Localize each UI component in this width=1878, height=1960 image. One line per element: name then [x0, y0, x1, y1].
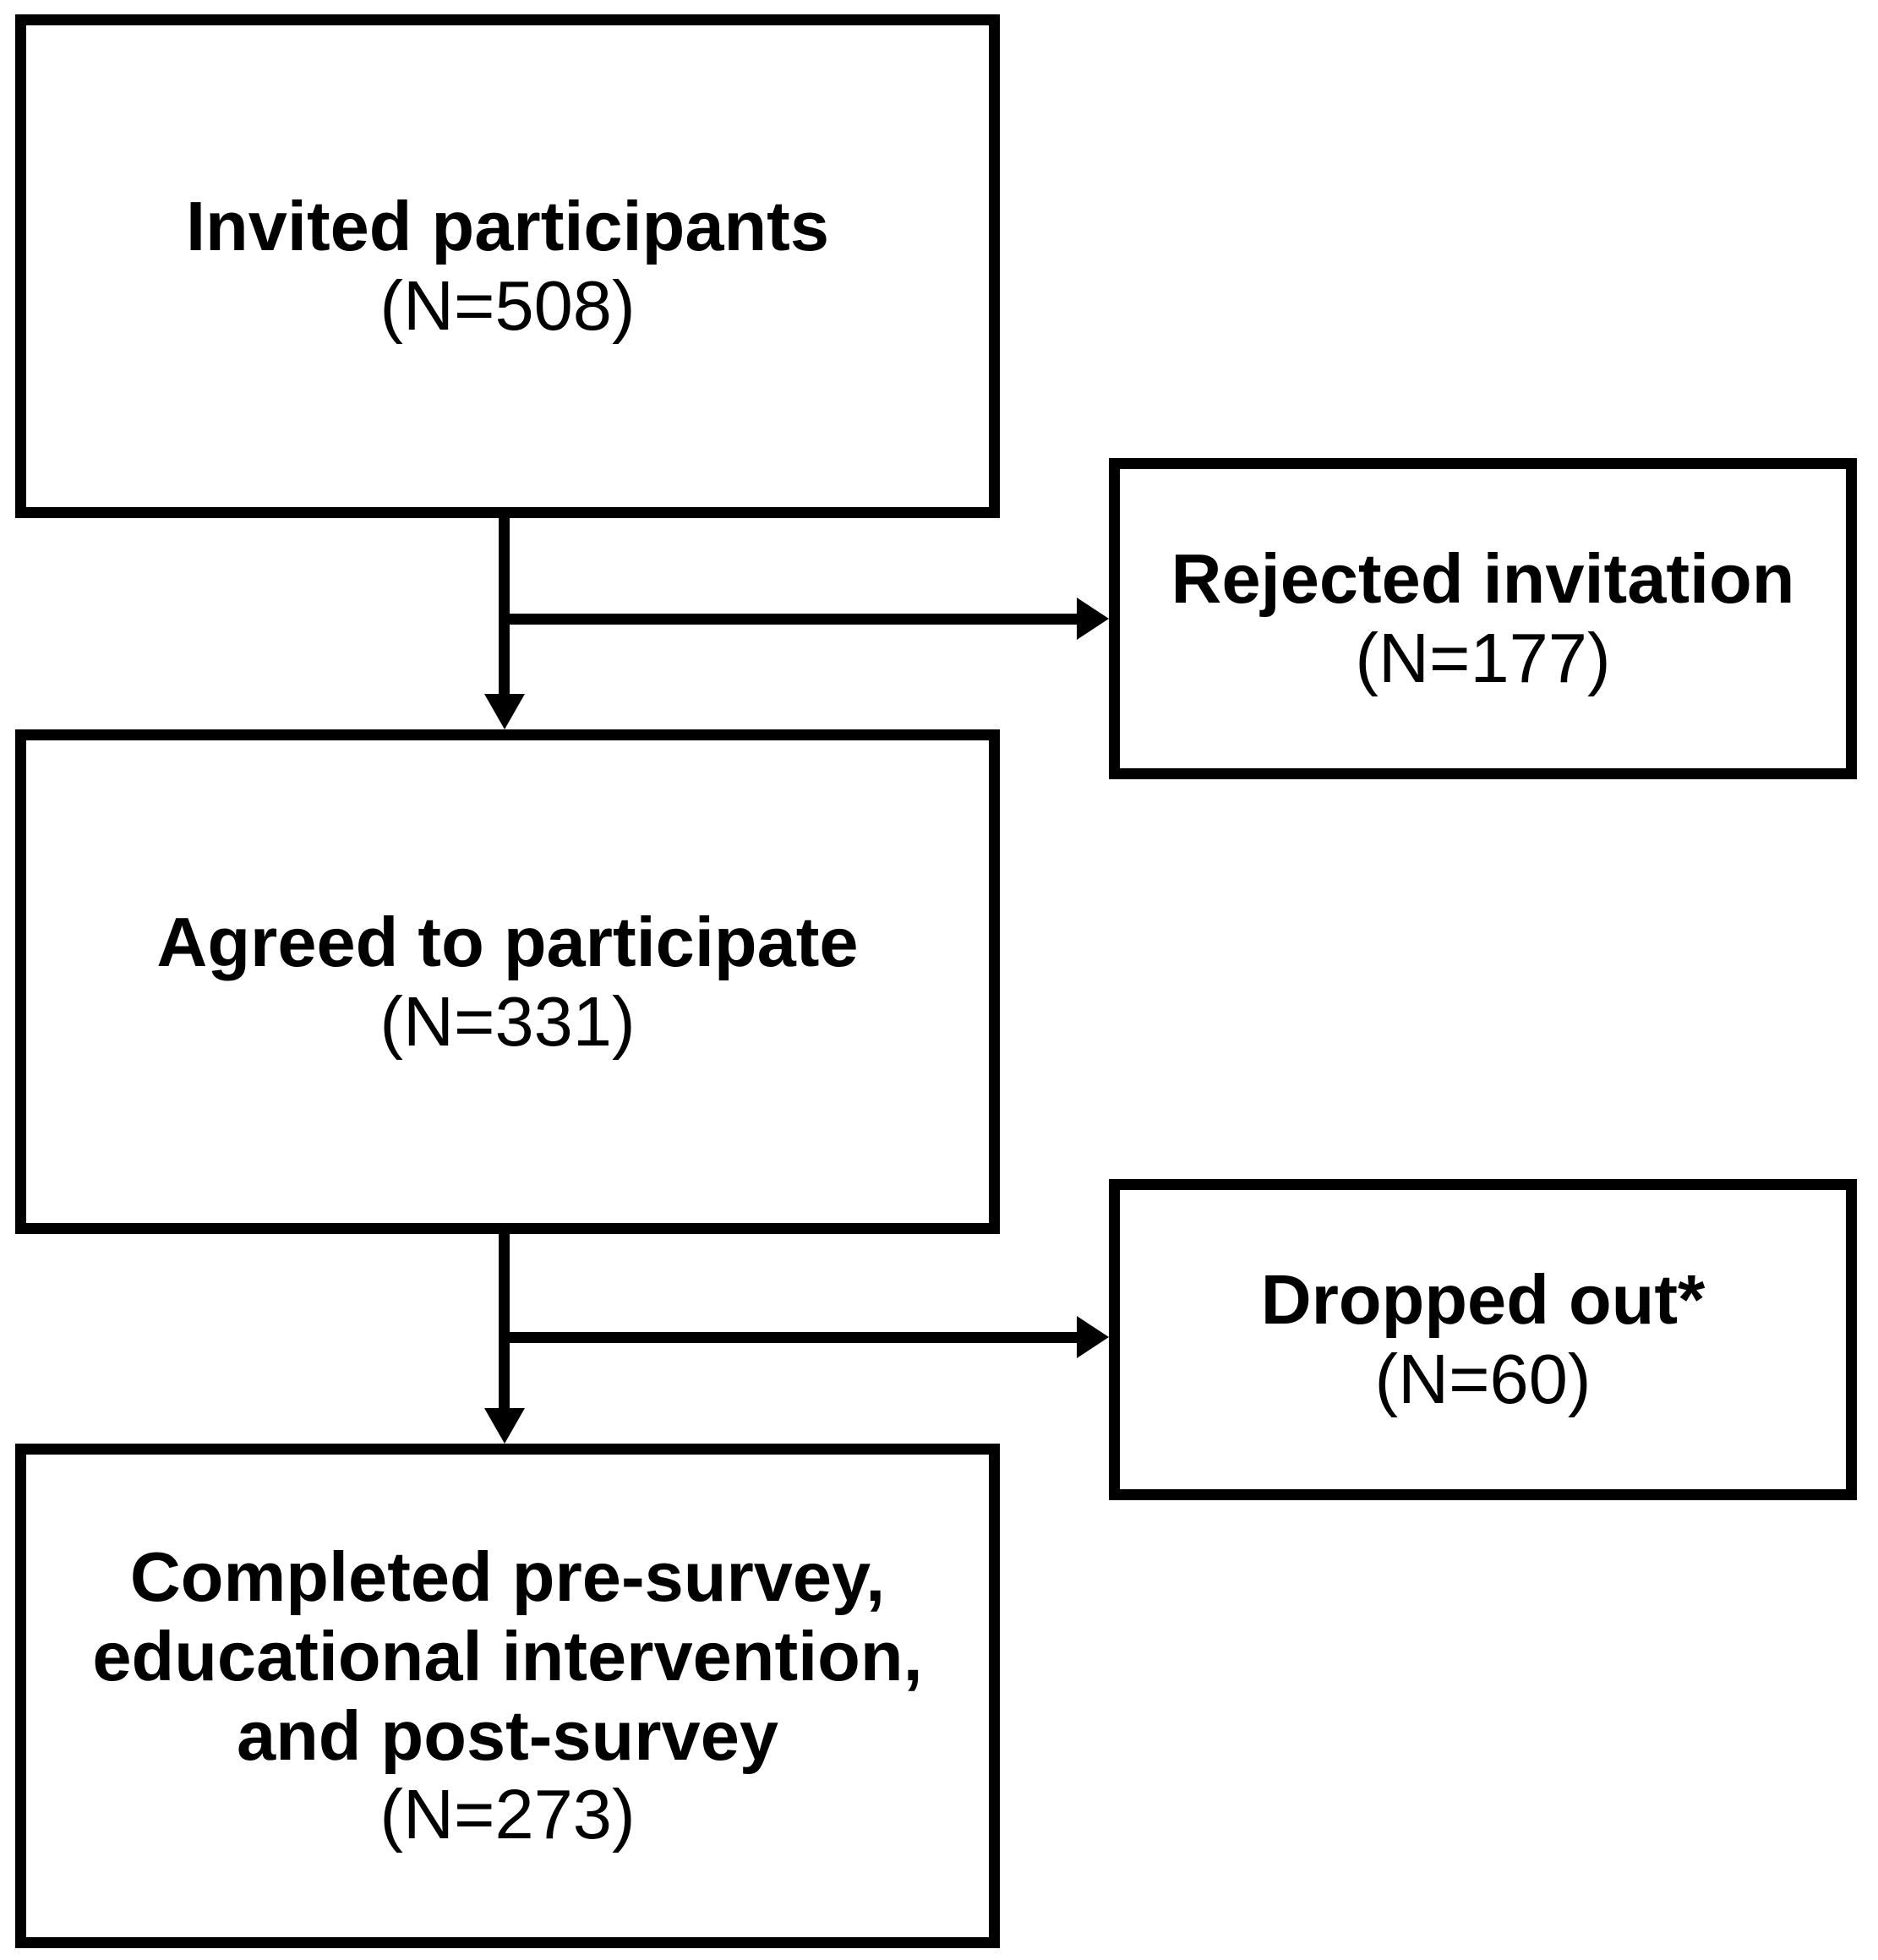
box-count-invited: (N=508) — [379, 266, 636, 345]
box-count-dropped: (N=60) — [1374, 1340, 1591, 1418]
flow-box-completed: Completed pre-survey, educational interv… — [15, 1444, 1000, 1948]
box-title-dropped: Dropped out* — [1260, 1260, 1706, 1340]
box-title-completed: Completed pre-survey, educational interv… — [92, 1537, 922, 1775]
box-title-completed-line-2: educational intervention, — [92, 1616, 923, 1695]
box-title-invited: Invited participants — [186, 187, 829, 266]
box-title-completed-line-3: and post-survey — [236, 1695, 779, 1775]
box-title-completed-line-1: Completed pre-survey, — [129, 1537, 886, 1616]
flow-box-agreed: Agreed to participate (N=331) — [15, 729, 1000, 1234]
flow-box-rejected: Rejected invitation (N=177) — [1109, 458, 1857, 779]
flow-box-invited: Invited participants (N=508) — [15, 14, 1000, 518]
box-title-agreed: Agreed to participate — [156, 902, 859, 981]
box-count-agreed: (N=331) — [379, 981, 636, 1061]
box-count-completed: (N=273) — [379, 1775, 636, 1854]
box-count-rejected: (N=177) — [1355, 619, 1611, 697]
arrowhead-down-agreed-to-completed-icon — [484, 1408, 525, 1444]
arrowhead-down-invited-to-agreed-icon — [484, 694, 525, 729]
arrowhead-right-to-rejected-icon — [1077, 598, 1109, 640]
arrowhead-right-to-dropped-icon — [1077, 1316, 1109, 1358]
connector-invited-to-agreed-line — [499, 518, 510, 694]
flow-box-dropped: Dropped out* (N=60) — [1109, 1179, 1857, 1500]
connector-agreed-to-dropped-line — [505, 1332, 1077, 1343]
connector-invited-to-rejected-line — [505, 614, 1077, 625]
box-title-rejected: Rejected invitation — [1171, 539, 1795, 619]
connector-agreed-to-completed-line — [499, 1234, 510, 1408]
